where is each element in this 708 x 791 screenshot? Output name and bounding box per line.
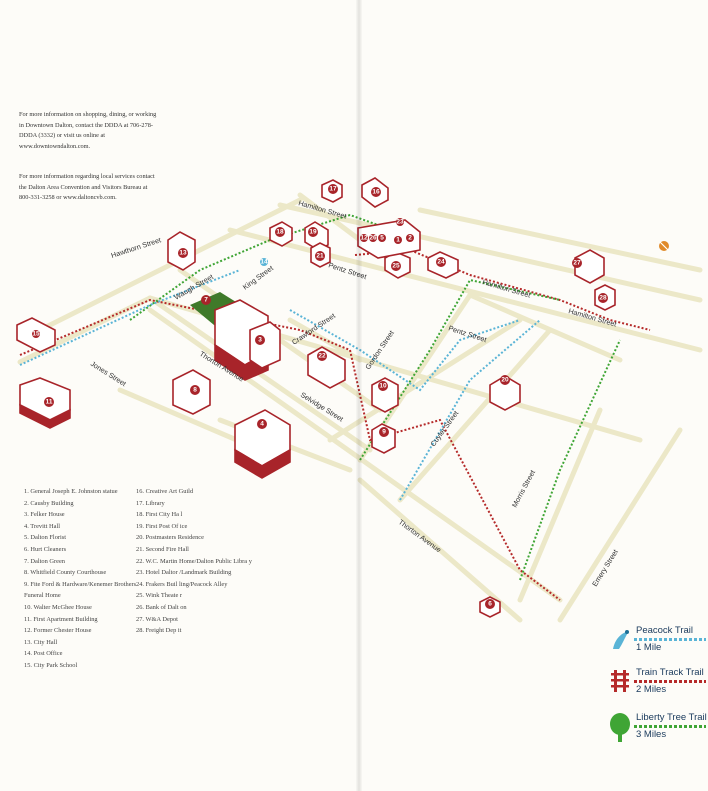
list-item: 20. Postmasters Residence xyxy=(136,534,204,542)
marker-26: 26 xyxy=(369,235,377,242)
marker-16: 16 xyxy=(372,189,380,196)
marker-19: 19 xyxy=(309,229,317,236)
building-3 xyxy=(249,321,281,369)
list-item: 4. Trevitt Hall xyxy=(24,522,61,530)
marker-7: 7 xyxy=(204,297,208,304)
list-item: 25. Wink Theate r xyxy=(136,592,183,600)
list-item: 22. W.C. Martin Home/Dalton Public Libra… xyxy=(136,557,252,565)
trail-line xyxy=(634,680,706,683)
marker-24: 24 xyxy=(437,259,445,266)
marker-23: 23 xyxy=(396,219,404,226)
list-item: 18. First City Ha l xyxy=(136,511,183,519)
marker-1: 1 xyxy=(396,237,400,244)
no-entry-sign-icon xyxy=(659,241,669,251)
list-item: 15. City Park School xyxy=(24,661,78,669)
marker-3: 3 xyxy=(258,337,262,344)
list-item: 5. Dalton Florist xyxy=(24,534,67,542)
trail-name: Peacock Trail xyxy=(636,625,694,636)
list-item: 3. Felker House xyxy=(24,511,65,519)
trail-line xyxy=(634,638,706,641)
building-9 xyxy=(371,423,396,454)
street-label-jones: Jones Street xyxy=(89,359,128,388)
trail-distance: 3 Miles xyxy=(636,729,667,740)
trail-name: Liberty Tree Trail xyxy=(636,712,707,723)
peacock-icon xyxy=(613,630,629,649)
landmark-list-right: 16. Creative Art Guild 17. Library 18. F… xyxy=(136,486,264,637)
legend-peacock-trail: Peacock Trail 1 Mile xyxy=(603,625,707,657)
legend-train-track-trail: Train Track Trail 2 Miles xyxy=(603,667,707,699)
marker-18: 18 xyxy=(276,229,284,236)
trail-distance: 1 Mile xyxy=(636,642,662,653)
street-label-hawthorn: Hawthorn Street xyxy=(110,235,162,260)
list-item: 10. Walter McGhee House xyxy=(24,603,92,611)
marker-15: 15 xyxy=(32,331,40,338)
list-item: 24. Frakers Buil ling/Peacock Alley xyxy=(136,580,228,588)
info-paragraph-ddda: For more information on shopping, dining… xyxy=(19,111,157,150)
marker-8: 8 xyxy=(193,387,197,394)
marker-10: 10 xyxy=(379,383,387,390)
info-paragraph-cvb: For more information regarding local ser… xyxy=(19,173,155,201)
list-item: 13. City Hall xyxy=(24,638,58,646)
list-item: 23. Hotel Daltor /Landmark Building xyxy=(136,569,232,577)
marker-12: 12 xyxy=(360,235,368,242)
tree-icon xyxy=(610,713,630,742)
list-item: 11. First Apartment Building xyxy=(24,615,98,623)
list-item: 12. Former Chester House xyxy=(24,627,92,635)
street-label-pentz-2: Pentz Street xyxy=(447,323,487,344)
list-item: 28. Freight Dep it xyxy=(136,627,182,635)
trail-line xyxy=(634,725,706,728)
marker-4: 4 xyxy=(260,421,264,428)
list-item: 27. W&A Depot xyxy=(136,615,178,623)
street-label-cuyler: Cuyler Street xyxy=(428,409,460,448)
peacock-trail-route xyxy=(19,269,541,501)
marker-17: 17 xyxy=(329,186,337,193)
marker-21: 21 xyxy=(316,253,324,260)
building-4 xyxy=(234,409,291,479)
trail-name: Train Track Trail xyxy=(636,667,704,678)
street-label-morris: Morris Street xyxy=(510,468,537,509)
marker-2: 2 xyxy=(408,235,412,242)
marker-5: 5 xyxy=(380,235,384,242)
street-label-king: King Street xyxy=(241,263,275,291)
list-item: 7. Dalton Green xyxy=(24,557,65,565)
marker-27: 27 xyxy=(573,260,581,267)
marker-22: 22 xyxy=(318,353,326,360)
building-courthouse-row xyxy=(357,219,421,259)
list-item: 17. Library xyxy=(136,499,165,507)
list-item: 8. Whitfield County Courthouse xyxy=(24,569,107,577)
legend-liberty-tree-trail: Liberty Tree Trail 3 Miles xyxy=(603,712,707,748)
list-item: 16. Creative Art Guild xyxy=(136,488,194,495)
marker-14: 14 xyxy=(260,259,268,266)
building-27 xyxy=(574,249,605,284)
marker-13: 13 xyxy=(179,250,187,257)
list-item: 2. Causby Building xyxy=(24,499,74,507)
trail-distance: 2 Miles xyxy=(636,684,667,695)
marker-25: 25 xyxy=(392,263,400,270)
marker-11: 11 xyxy=(46,399,53,406)
marker-6: 6 xyxy=(488,601,492,608)
building-number-markers: 7 3 4 8 11 13 22 10 9 20 6 27 28 24 17 1… xyxy=(32,184,608,609)
list-item: 19. First Post Of ice xyxy=(136,522,188,530)
list-item: 6. Hurt Cleaners xyxy=(24,545,67,553)
landmark-list-left: 1. General Joseph E. Johnston statue 2. … xyxy=(24,486,142,672)
marker-28: 28 xyxy=(599,295,607,302)
list-item: 1. General Joseph E. Johnston statue xyxy=(24,488,118,495)
list-item: 26. Bank of Dalt on xyxy=(136,603,187,611)
list-item: 21. Second Fire Hall xyxy=(136,545,189,553)
list-item: 9. Fite Ford & Hardware/Kenemer Brothers… xyxy=(24,580,137,600)
marker-20: 20 xyxy=(501,377,509,384)
train-track-icon xyxy=(611,670,629,692)
marker-9: 9 xyxy=(382,429,386,436)
street-label-thornton-2: Thorton Avenue xyxy=(397,517,443,554)
list-item: 14. Post Office xyxy=(24,650,63,658)
page-fold xyxy=(356,0,362,791)
